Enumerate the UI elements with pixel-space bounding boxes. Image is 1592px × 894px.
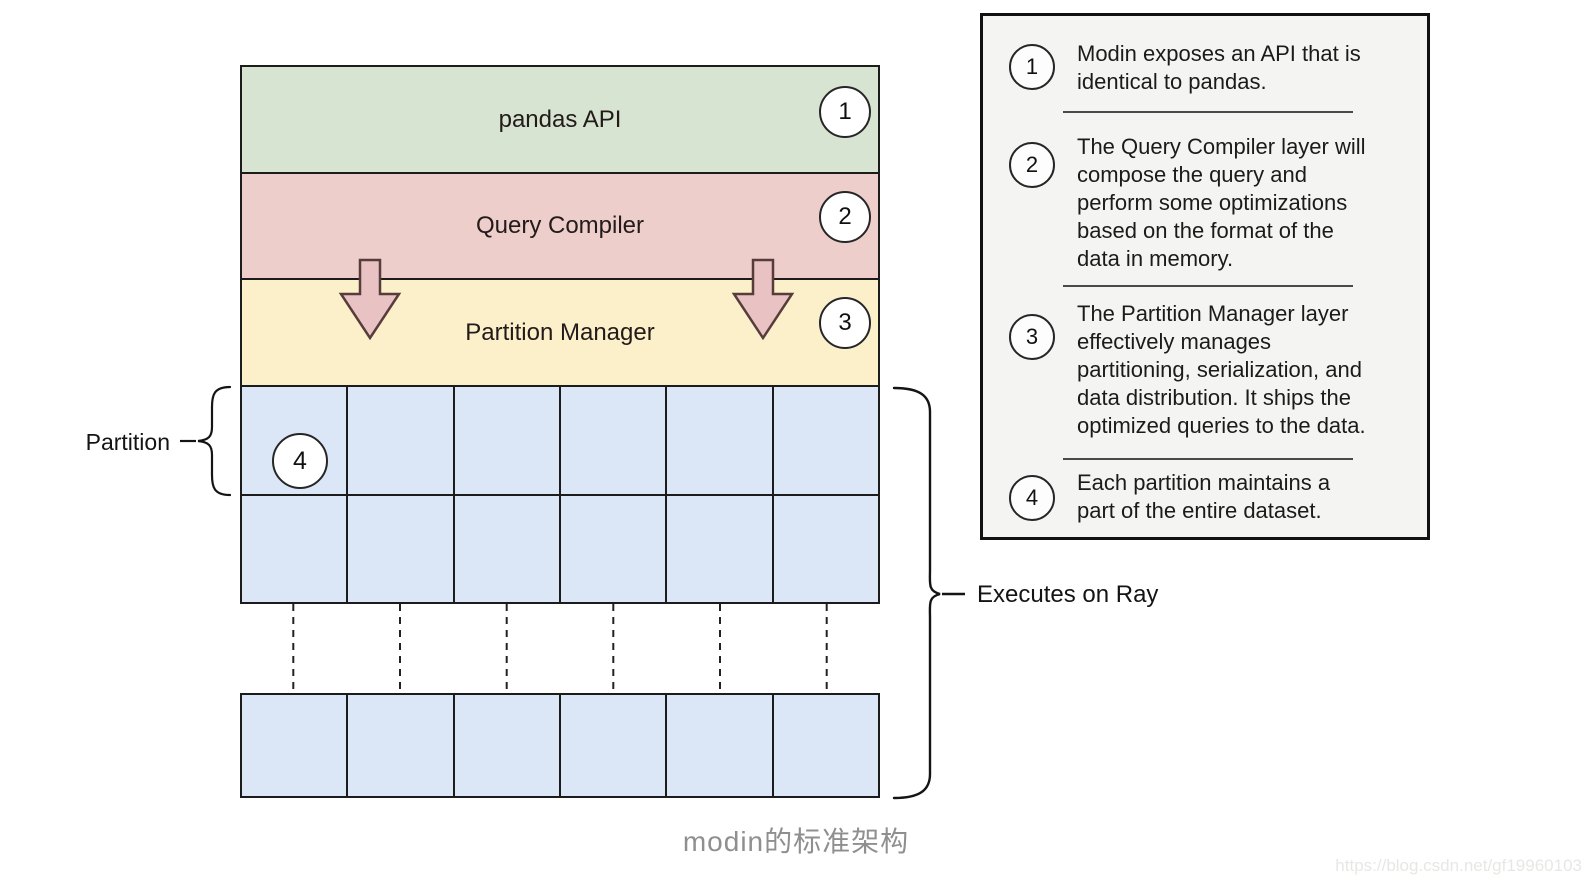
partition-cell: [773, 496, 878, 602]
legend-badge-1-number: 1: [1025, 54, 1039, 79]
legend-line: partitioning, serialization, and: [1077, 357, 1362, 382]
legend-line: identical to pandas.: [1077, 69, 1267, 94]
layer-query-compiler-label: Query Compiler: [475, 212, 645, 239]
legend-separator: [1063, 285, 1353, 287]
layer-pandas-api-label: pandas API: [498, 105, 622, 133]
partition-cell: [242, 695, 349, 796]
partition-cell: [348, 695, 455, 796]
legend-line: The Partition Manager layer: [1077, 301, 1349, 326]
legend-line: data in memory.: [1077, 246, 1234, 271]
partition-cell: [773, 387, 878, 494]
legend-line: compose the query and: [1077, 162, 1307, 187]
partition-grid-row-bottom: [240, 693, 880, 798]
badge-3-number: 3: [838, 309, 852, 336]
legend-badge-1: 1: [1009, 44, 1055, 90]
legend-badge-4-number: 4: [1025, 485, 1039, 510]
partition-cell: [667, 695, 774, 796]
legend-line: part of the entire dataset.: [1077, 498, 1322, 523]
badge-2: 2: [819, 191, 871, 243]
legend-line: effectively manages: [1077, 329, 1272, 354]
badge-4: 4: [272, 433, 328, 489]
legend-line: Modin exposes an API that is: [1077, 41, 1361, 66]
legend-badge-3: 3: [1009, 314, 1055, 360]
down-arrow-icon: [731, 258, 795, 341]
legend-line: perform some optimizations: [1077, 190, 1348, 215]
partition-cell: [454, 387, 561, 494]
partition-grid-row-1: [240, 385, 880, 496]
badge-1: 1: [819, 86, 871, 138]
layer-query-compiler: Query Compiler: [240, 172, 880, 280]
partition-cell: [560, 695, 668, 796]
partition-cell: [667, 496, 774, 602]
legend-line: optimized queries to the data.: [1077, 413, 1366, 438]
partition-cell: [773, 695, 878, 796]
partition-cell: [348, 496, 455, 602]
executes-on-ray-brace: [892, 386, 965, 800]
legend-line: data distribution. It ships the: [1077, 385, 1351, 410]
layer-partition-manager-label: Partition Manager: [465, 318, 655, 346]
legend-line: The Query Compiler layer will: [1077, 134, 1366, 159]
caption: modin的标准架构: [682, 826, 910, 857]
legend-separator: [1063, 111, 1353, 113]
legend-badge-4: 4: [1009, 475, 1055, 521]
partition-cell: [560, 496, 668, 602]
watermark-url: https://blog.csdn.net/gf19960103: [1335, 856, 1582, 875]
legend-item-2-text: The Query Compiler layer will compose th…: [1077, 133, 1423, 273]
legend-badge-3-number: 3: [1025, 324, 1039, 349]
badge-4-number: 4: [293, 446, 307, 475]
legend-item-3-text: The Partition Manager layer effectively …: [1077, 300, 1423, 440]
partition-label: Partition: [85, 429, 170, 455]
partition-cell: [667, 387, 774, 494]
down-arrow-icon: [338, 258, 402, 341]
legend-badge-2-number: 2: [1025, 152, 1039, 177]
partition-cell: [560, 387, 668, 494]
layer-pandas-api: pandas API: [240, 65, 880, 174]
legend-line: based on the format of the: [1077, 218, 1334, 243]
legend-item-4-text: Each partition maintains a part of the e…: [1077, 469, 1423, 525]
legend-line: Each partition maintains a: [1077, 470, 1331, 495]
grid-continuation-dashes: [292, 604, 828, 693]
partition-cell: [454, 695, 561, 796]
legend-item-1-text: Modin exposes an API that is identical t…: [1077, 40, 1423, 96]
badge-3: 3: [819, 297, 871, 349]
partition-brace: [180, 385, 232, 497]
partition-cell: [348, 387, 455, 494]
partition-cell: [454, 496, 561, 602]
partition-grid-row-2: [240, 494, 880, 604]
legend-badge-2: 2: [1009, 142, 1055, 188]
partition-cell: [242, 496, 349, 602]
badge-1-number: 1: [838, 98, 852, 125]
legend-separator: [1063, 458, 1353, 460]
badge-2-number: 2: [838, 203, 852, 230]
executes-on-ray-label: Executes on Ray: [977, 581, 1159, 608]
legend-panel: 1 Modin exposes an API that is identical…: [980, 13, 1430, 540]
